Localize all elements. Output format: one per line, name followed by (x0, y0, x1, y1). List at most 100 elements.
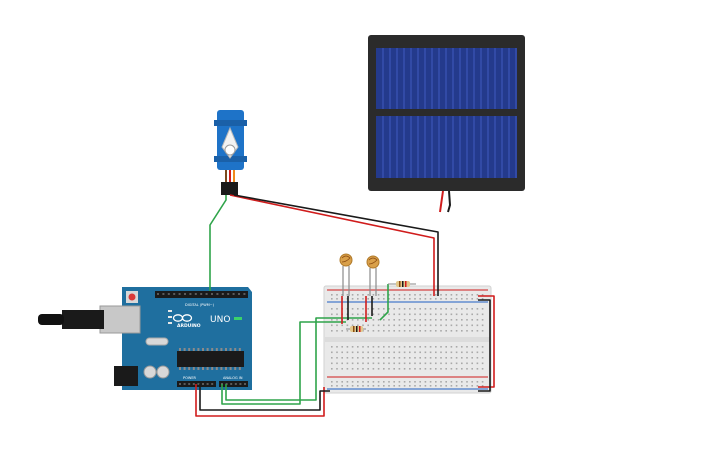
breadboard-hole (440, 385, 442, 387)
breadboard-hole (357, 346, 359, 348)
breadboard-hole (393, 319, 395, 321)
breadboard-hole (445, 324, 447, 327)
breadboard-hole (341, 294, 343, 296)
breadboard-hole (331, 313, 333, 316)
wire-servo-signal[interactable] (209, 195, 227, 291)
breadboard-hole (414, 308, 416, 310)
chip-pin (179, 367, 181, 370)
breadboard-hole (461, 324, 463, 327)
solar-panel[interactable] (368, 35, 525, 213)
photoresistor-1[interactable] (339, 253, 353, 296)
breadboard-hole (435, 313, 437, 316)
header-pin (234, 383, 237, 385)
wire-servo-ground[interactable] (233, 194, 439, 296)
header-pin (173, 293, 176, 295)
header-pin (162, 293, 165, 295)
breadboard-hole (481, 313, 484, 316)
breadboard-hole (409, 385, 411, 387)
breadboard-hole (346, 385, 349, 387)
breadboard-hole (351, 368, 354, 370)
wire-rail-red[interactable] (478, 295, 495, 388)
breadboard-hole (445, 351, 447, 354)
breadboard-hole (367, 298, 369, 300)
breadboard-hole (409, 313, 411, 316)
resistor-2[interactable] (346, 326, 366, 332)
breadboard-hole (424, 319, 427, 321)
breadboard-hole (403, 351, 406, 354)
usb-cable (38, 314, 64, 325)
breadboard-hole (351, 298, 354, 300)
photoresistor-2[interactable] (366, 255, 380, 296)
breadboard-hole (388, 368, 390, 370)
breadboard-hole (461, 346, 463, 348)
breadboard-hole (424, 308, 427, 310)
breadboard-hole (450, 324, 453, 327)
wire-resistor-link[interactable] (379, 284, 389, 321)
breadboard-hole (414, 362, 416, 365)
breadboard-hole (450, 319, 453, 321)
breadboard-hole (450, 381, 453, 383)
breadboard-hole (393, 351, 395, 354)
breadboard-hole (377, 362, 380, 365)
breadboard-hole (398, 346, 401, 348)
capacitor-2 (156, 365, 170, 379)
breadboard-hole (419, 298, 421, 300)
breadboard-hole (383, 308, 385, 310)
wire-arduino-5v[interactable] (195, 384, 325, 417)
breadboard-hole (383, 385, 385, 387)
wire-analog-a1[interactable] (225, 317, 372, 401)
breadboard-hole (476, 324, 479, 327)
breadboard-hole (414, 294, 416, 296)
solar-panel-grid (382, 48, 517, 178)
wire-rail-black[interactable] (478, 299, 491, 392)
breadboard-hole (398, 294, 401, 296)
breadboard-hole (398, 319, 401, 321)
breadboard-hole (409, 324, 411, 327)
breadboard-hole (445, 319, 447, 321)
breadboard[interactable] (323, 285, 492, 394)
breadboard-hole (383, 294, 385, 296)
breadboard-hole (461, 313, 463, 316)
arduino-uno[interactable]: DIGITAL (PWM~) ARDUINO UNO POWER ANALOG … (38, 287, 252, 390)
breadboard-hole (367, 351, 369, 354)
breadboard-hole (367, 330, 369, 332)
breadboard-hole (429, 313, 432, 316)
breadboard-hole (403, 330, 406, 332)
wire-servo-power[interactable] (229, 194, 435, 296)
breadboard-hole (466, 362, 468, 365)
breadboard-hole (351, 324, 354, 327)
breadboard-hole (450, 308, 453, 310)
chip-pin (220, 367, 223, 370)
breadboard-hole (455, 324, 458, 327)
servo-motor[interactable] (214, 110, 247, 195)
breadboard-hole (362, 324, 364, 327)
breadboard-hole (419, 381, 421, 383)
breadboard-hole (341, 346, 343, 348)
breadboard-hole (461, 298, 463, 300)
breadboard-hole (357, 368, 359, 370)
breadboard-hole (419, 294, 421, 296)
header-pin (179, 383, 181, 385)
breadboard-hole (377, 313, 380, 316)
breadboard-hole (435, 362, 437, 365)
breadboard-hole (409, 319, 411, 321)
header-pin (192, 383, 195, 385)
breadboard-hole (403, 357, 406, 359)
breadboard-hole (414, 324, 416, 327)
breadboard-hole (357, 294, 359, 296)
wire-arduino-gnd[interactable] (199, 384, 330, 411)
chip-pin (202, 367, 204, 370)
breadboard-hole (398, 330, 401, 332)
resistor-1[interactable] (388, 281, 416, 287)
breadboard-hole (435, 294, 437, 296)
header-pin (202, 383, 204, 385)
breadboard-hole (388, 330, 390, 332)
breadboard-hole (409, 381, 411, 383)
digital-label: DIGITAL (PWM~) (185, 303, 215, 307)
breadboard-hole (398, 313, 401, 316)
breadboard-hole (377, 346, 380, 348)
power-label: POWER (183, 376, 197, 380)
breadboard-hole (341, 385, 343, 387)
